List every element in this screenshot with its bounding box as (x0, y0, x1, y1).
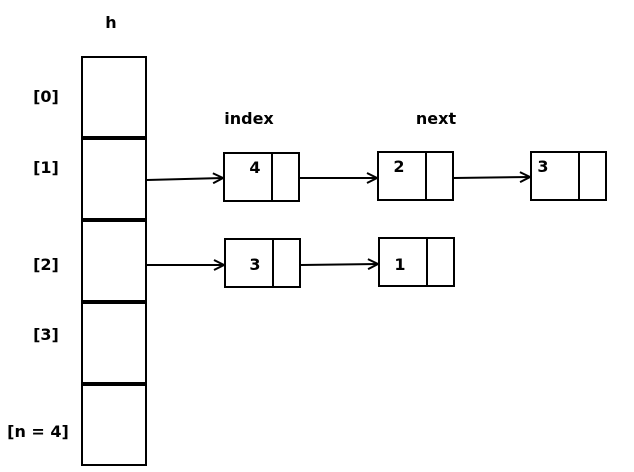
array-cell-3 (81, 302, 147, 384)
list-node: 4 (223, 152, 300, 202)
node-next-box (272, 238, 301, 288)
index-label: index (224, 109, 274, 128)
node-value: 3 (249, 255, 260, 274)
node-next-box (426, 237, 455, 287)
array-title: h (105, 13, 116, 32)
next-label: next (416, 109, 457, 128)
slot-label-0: [0] (33, 87, 59, 106)
array-cell-4 (81, 384, 147, 466)
list-node: 2 (377, 151, 454, 201)
chain-slot-2: 3 1 (147, 237, 455, 288)
pointer-arrow (300, 264, 378, 265)
array-cell-0 (81, 56, 147, 138)
slot-label-3: [3] (33, 325, 59, 344)
node-value: 2 (393, 157, 404, 176)
node-next-box (578, 151, 607, 201)
slot-label-4: [n = 4] (7, 422, 69, 441)
pointer-arrow (453, 177, 530, 178)
array-cell-1 (81, 138, 147, 220)
list-node: 3 (224, 238, 301, 288)
slot-label-2: [2] (33, 255, 59, 274)
slot-label-1: [1] (33, 158, 59, 177)
array-cell-2 (81, 220, 147, 302)
node-value: 1 (394, 255, 405, 274)
node-value-box (223, 152, 273, 202)
pointer-arrow (146, 178, 223, 180)
list-node: 3 (530, 151, 607, 201)
node-value-box (224, 238, 274, 288)
node-value: 4 (249, 158, 260, 177)
array-cells (81, 56, 147, 466)
list-node: 1 (378, 237, 455, 287)
node-next-box (425, 151, 454, 201)
node-value-box (378, 237, 428, 287)
node-next-box (271, 152, 300, 202)
node-value: 3 (537, 157, 548, 176)
node-value-box (530, 151, 580, 201)
chain-slot-1: 4 2 3 (146, 151, 607, 202)
